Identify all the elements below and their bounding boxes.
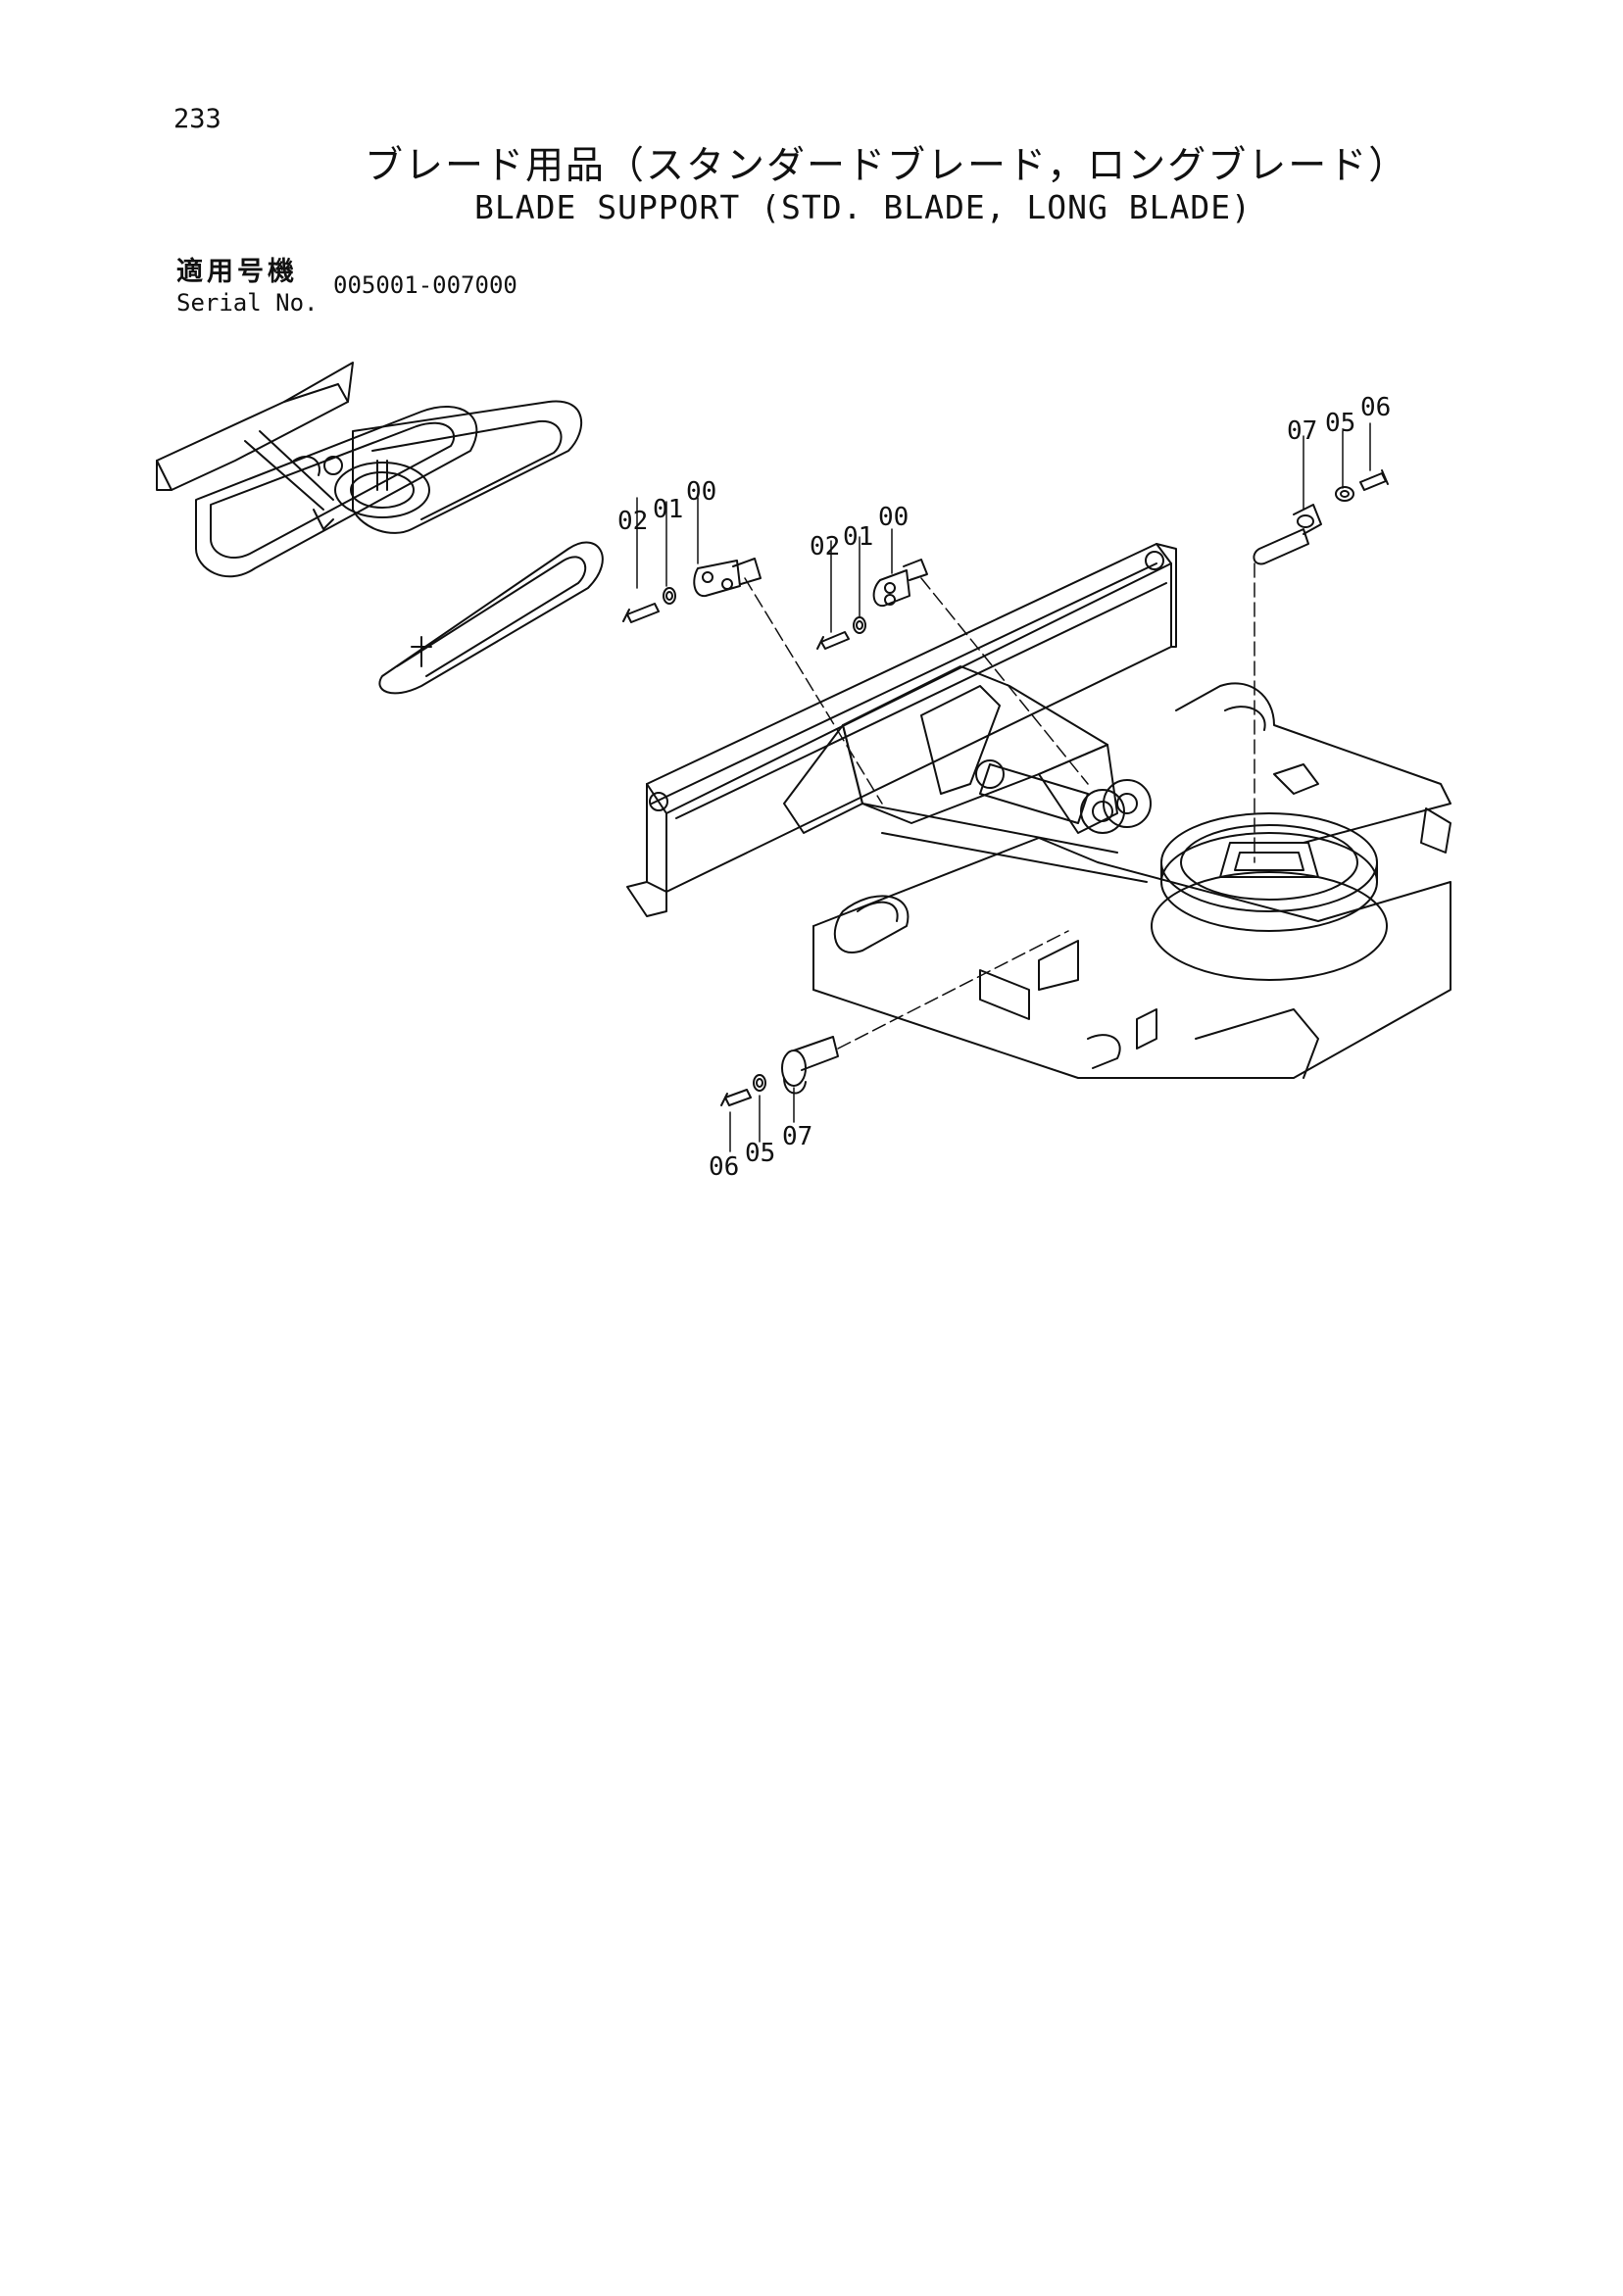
callout-left-02: 02	[617, 507, 648, 536]
hardware-group-middle	[816, 559, 928, 650]
callout-top-right-05: 05	[1325, 409, 1355, 438]
page-number: 233	[173, 104, 221, 134]
callout-top-right-06: 06	[1360, 393, 1391, 422]
serial-label-japanese: 適用号機	[176, 257, 298, 287]
blade-arm	[783, 665, 1148, 883]
machine-overview-thumbnail	[156, 362, 604, 695]
hardware-group-top-right	[1253, 469, 1389, 565]
blade-assembly	[626, 543, 1177, 917]
callout-middle-01: 01	[843, 522, 873, 552]
swing-bearing	[1151, 812, 1388, 981]
serial-range: 005001-007000	[333, 271, 517, 299]
page-title-english: BLADE SUPPORT (STD. BLADE, LONG BLADE)	[474, 188, 1252, 226]
hardware-group-left	[622, 558, 762, 623]
callout-middle-02: 02	[810, 532, 840, 562]
leader-lines	[636, 422, 1371, 1152]
callout-bottom-07: 07	[782, 1122, 812, 1151]
callout-numbers: 02 01 00 02 01 00 07 05 06 06 05 07	[617, 393, 1391, 1182]
blade-cylinder	[975, 759, 1152, 834]
right-frame	[1175, 682, 1451, 854]
callout-top-right-07: 07	[1287, 416, 1317, 446]
callout-bottom-05: 05	[745, 1139, 775, 1168]
lower-frame	[812, 837, 1451, 1079]
callout-left-00: 00	[686, 477, 716, 507]
page-title-japanese: ブレード用品（スタンダードブレード，ロングブレード）	[365, 144, 1409, 188]
hardware-group-bottom	[720, 1036, 839, 1106]
callout-left-01: 01	[653, 495, 683, 524]
callout-bottom-06: 06	[709, 1152, 739, 1182]
serial-label-english: Serial No.	[176, 289, 319, 317]
callout-middle-00: 00	[878, 503, 909, 532]
